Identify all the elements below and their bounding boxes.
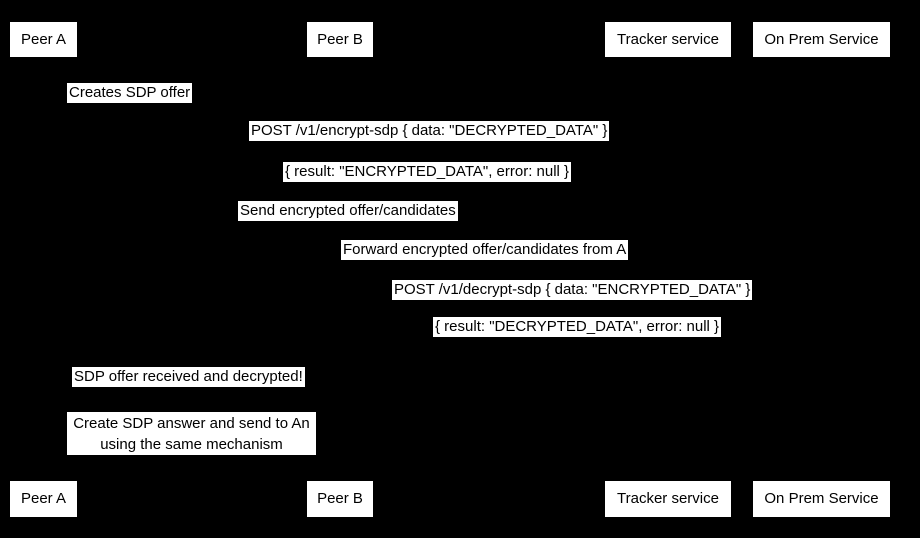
participant-on-prem-service-top: On Prem Service (753, 22, 890, 57)
participant-peer-a-top: Peer A (10, 22, 77, 57)
participant-tracker-service-bottom: Tracker service (605, 481, 731, 517)
participant-peer-b-top: Peer B (307, 22, 373, 57)
note-line-1: Create SDP answer and send to An (73, 415, 310, 432)
message-post-encrypt-sdp: POST /v1/encrypt-sdp { data: "DECRYPTED_… (249, 121, 610, 141)
message-send-encrypted-offer: Send encrypted offer/candidates (238, 201, 458, 221)
message-encrypt-result: { result: "ENCRYPTED_DATA", error: null … (283, 162, 572, 182)
message-forward-encrypted-offer: Forward encrypted offer/candidates from … (341, 240, 629, 260)
message-decrypt-result: { result: "DECRYPTED_DATA", error: null … (433, 317, 722, 337)
participant-peer-b-bottom: Peer B (307, 481, 373, 517)
note-line-2: using the same mechanism (100, 436, 283, 453)
note-create-sdp-answer: Create SDP answer and send to An using t… (67, 412, 316, 455)
participant-tracker-service-top: Tracker service (605, 22, 731, 57)
participant-peer-a-bottom: Peer A (10, 481, 77, 517)
message-sdp-offer-received: SDP offer received and decrypted! (72, 367, 305, 387)
message-post-decrypt-sdp: POST /v1/decrypt-sdp { data: "ENCRYPTED_… (392, 280, 753, 300)
participant-on-prem-service-bottom: On Prem Service (753, 481, 890, 517)
message-creates-sdp-offer: Creates SDP offer (67, 83, 193, 103)
